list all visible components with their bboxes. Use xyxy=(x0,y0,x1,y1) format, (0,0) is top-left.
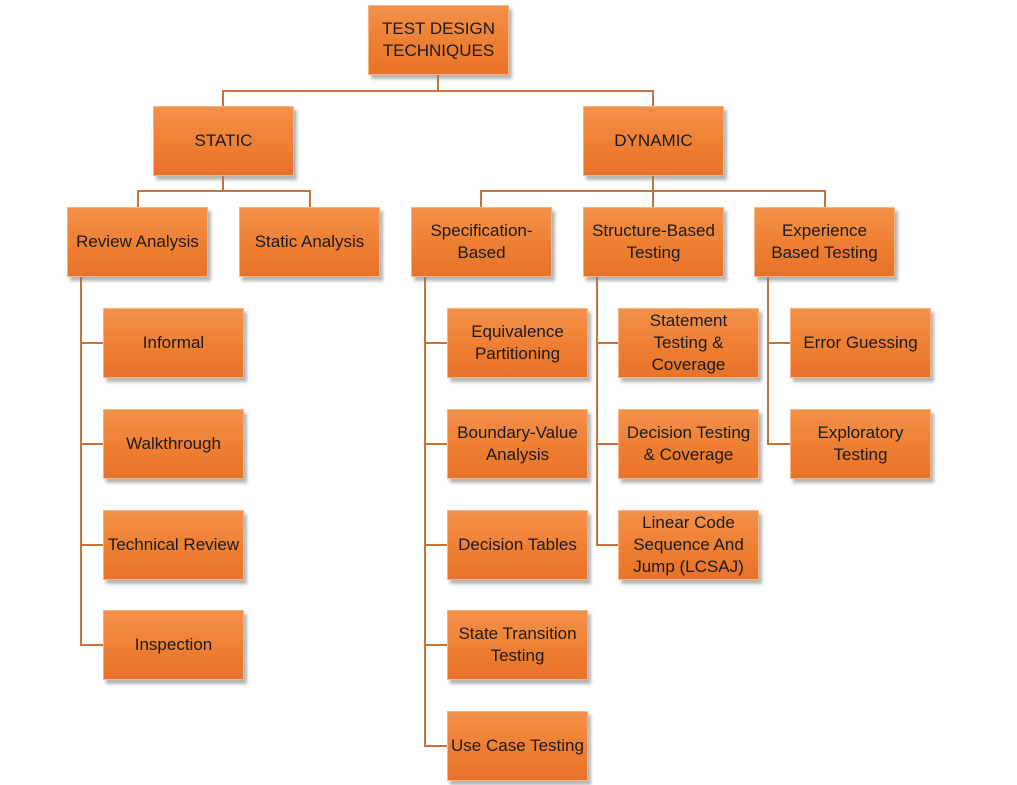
node-technical-review: Technical Review xyxy=(103,510,244,580)
node-structure-based: Structure-Based Testing xyxy=(583,207,724,277)
connector-static-review xyxy=(137,176,224,207)
connector-dynamic-specification xyxy=(480,176,654,207)
node-error-guessing: Error Guessing xyxy=(790,308,931,378)
node-review-analysis: Review Analysis xyxy=(67,207,208,277)
node-boundary-value-analysis: Boundary-Value Analysis xyxy=(447,409,588,479)
node-equivalence-partitioning: Equivalence Partitioning xyxy=(447,308,588,378)
node-decision-testing: Decision Testing & Coverage xyxy=(618,409,759,479)
connector-root-static xyxy=(222,75,439,106)
connector-experience-spine xyxy=(767,277,790,445)
connector-structure-spine xyxy=(596,277,618,546)
node-use-case-testing: Use Case Testing xyxy=(447,711,588,781)
node-lcsaj: Linear Code Sequence And Jump (LCSAJ) xyxy=(618,510,759,580)
node-state-transition-testing: State Transition Testing xyxy=(447,610,588,680)
node-exploratory-testing: Exploratory Testing xyxy=(790,409,931,479)
connector-static-analysis xyxy=(223,190,311,207)
node-specification-based: Specification- Based xyxy=(411,207,552,277)
node-walkthrough: Walkthrough xyxy=(103,409,244,479)
node-inspection: Inspection xyxy=(103,610,244,680)
node-static-analysis: Static Analysis xyxy=(239,207,380,277)
node-informal: Informal xyxy=(103,308,244,378)
connector-dynamic-experience xyxy=(653,190,826,207)
connector-root-dynamic xyxy=(438,90,654,106)
node-experience-based: Experience Based Testing xyxy=(754,207,895,277)
connector-review-spine xyxy=(80,277,103,646)
node-root: TEST DESIGN TECHNIQUES xyxy=(368,5,509,75)
connector-specification-spine xyxy=(424,277,447,747)
node-dynamic: DYNAMIC xyxy=(583,106,724,176)
node-decision-tables: Decision Tables xyxy=(447,510,588,580)
node-statement-testing: Statement Testing & Coverage xyxy=(618,308,759,378)
node-static: STATIC xyxy=(153,106,294,176)
